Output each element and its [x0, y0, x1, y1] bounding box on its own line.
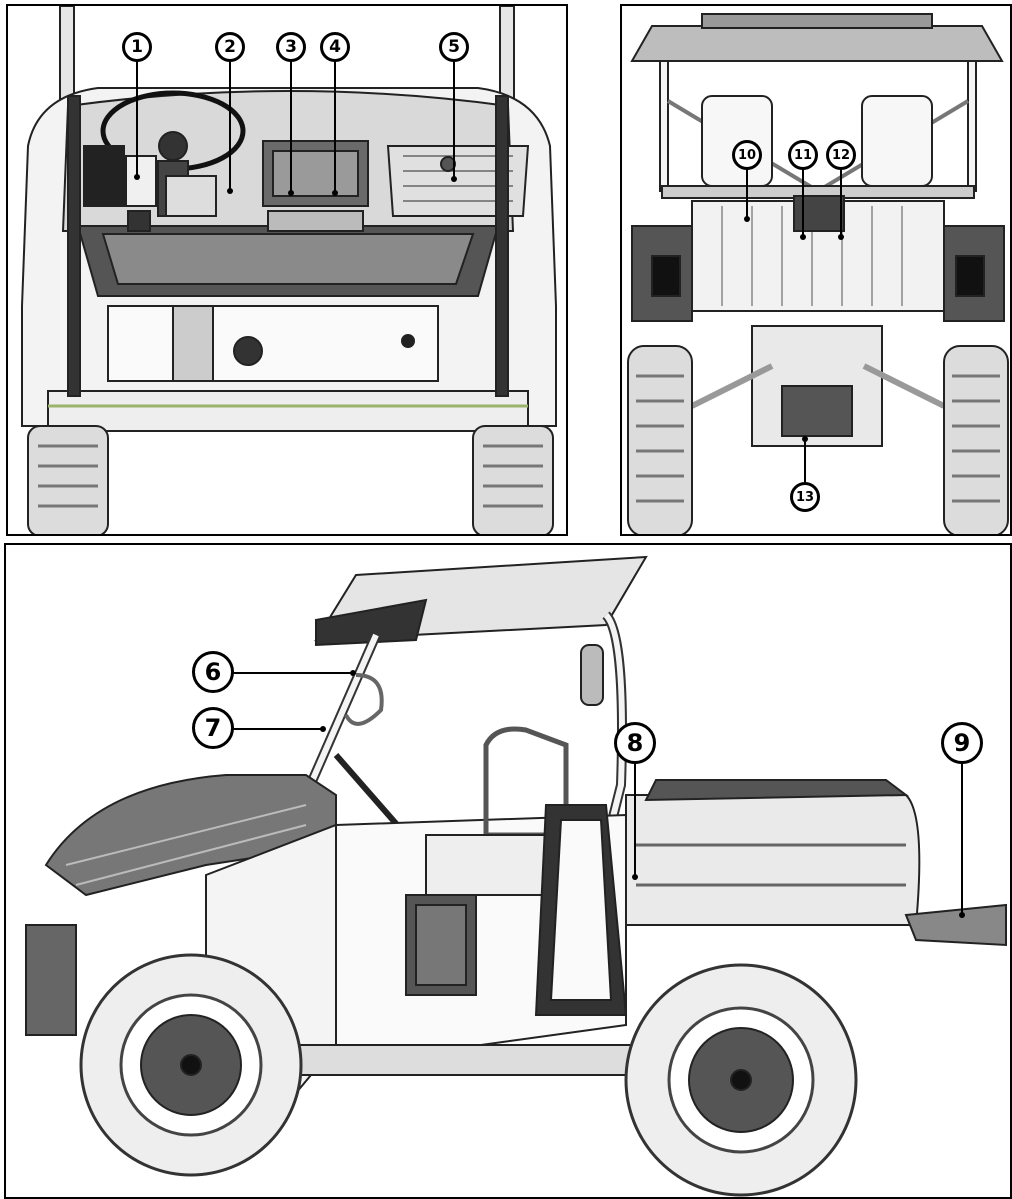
- leader-dot-1: [134, 174, 140, 180]
- leader-dot-5: [451, 176, 457, 182]
- leader-dot-12: [838, 234, 844, 240]
- callout-13: 13: [790, 482, 820, 512]
- side-view-panel: 6 7 8 9: [4, 543, 1012, 1199]
- callout-6: 6: [192, 651, 234, 693]
- callout-11: 11: [788, 140, 818, 170]
- leader-12: [840, 168, 842, 236]
- leader-dot-6: [350, 670, 356, 676]
- side-view-drawing: [25, 555, 1007, 1197]
- callout-12: 12: [826, 140, 856, 170]
- leader-dot-11: [800, 234, 806, 240]
- leader-dot-3: [288, 190, 294, 196]
- leader-7: [232, 728, 322, 730]
- callout-7: 7: [192, 707, 234, 749]
- leader-dot-7: [320, 726, 326, 732]
- leader-1: [136, 60, 138, 176]
- callout-4: 4: [320, 32, 350, 62]
- callout-8: 8: [614, 722, 656, 764]
- leader-dot-8: [632, 874, 638, 880]
- leader-10: [746, 168, 748, 218]
- callout-1: 1: [122, 32, 152, 62]
- leader-2: [229, 60, 231, 190]
- leader-dot-9: [959, 912, 965, 918]
- leader-6: [232, 672, 352, 674]
- leader-13: [804, 438, 806, 482]
- callout-10: 10: [732, 140, 762, 170]
- front-view-panel: 1 2 3 4 5: [6, 4, 568, 536]
- leader-4: [334, 60, 336, 192]
- leader-8: [634, 764, 636, 876]
- callout-2: 2: [215, 32, 245, 62]
- leader-dot-10: [744, 216, 750, 222]
- leader-11: [802, 168, 804, 236]
- rear-view-panel: 10 11 12 13: [620, 4, 1012, 536]
- callout-9: 9: [941, 722, 983, 764]
- leader-dot-4: [332, 190, 338, 196]
- callout-5: 5: [439, 32, 469, 62]
- leader-dot-13: [802, 436, 808, 442]
- callout-3: 3: [276, 32, 306, 62]
- rear-view-drawing: [627, 13, 1009, 534]
- leader-3: [290, 60, 292, 192]
- leader-dot-2: [227, 188, 233, 194]
- leader-9: [961, 764, 963, 914]
- front-view-drawing: [21, 6, 557, 534]
- leader-5: [453, 60, 455, 178]
